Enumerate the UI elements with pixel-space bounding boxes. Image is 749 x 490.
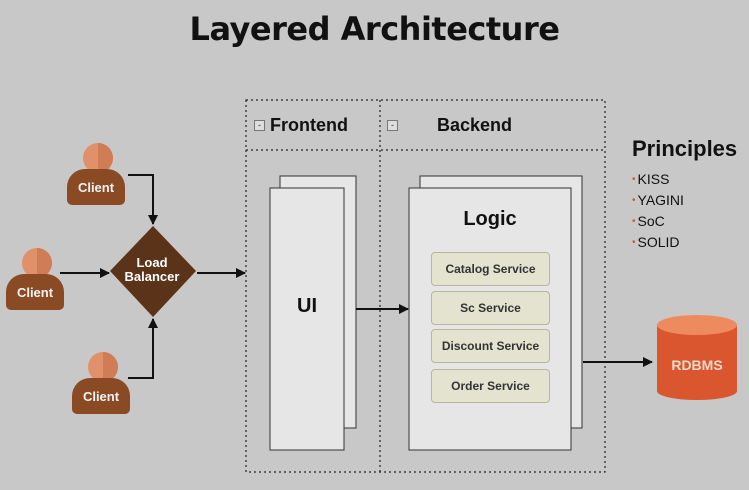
- logic-label: Logic: [463, 208, 517, 230]
- load-balancer-label-line1: Load: [136, 255, 168, 270]
- principles-title: Principles: [632, 136, 738, 161]
- client-head-icon: [22, 248, 52, 278]
- arrow-client-top-to-lb: [128, 174, 158, 225]
- principles-list: •KISS •YAGINI •SoC •SOLID: [632, 169, 684, 253]
- client-label: Client: [6, 274, 64, 310]
- client-left: Client: [6, 248, 68, 312]
- client-head-icon: [88, 352, 118, 382]
- frontend-collapse-icon[interactable]: -: [254, 120, 265, 131]
- database-cylinder: [657, 315, 737, 400]
- frontend-label: Frontend: [270, 115, 348, 135]
- database-label: RDBMS: [671, 357, 723, 373]
- layers-outer-box: [245, 99, 606, 473]
- backend-label: Backend: [437, 115, 513, 135]
- bullet-icon: •: [632, 195, 636, 206]
- service-catalog: Catalog Service: [431, 252, 550, 286]
- principle-item: •SoC: [632, 211, 684, 232]
- service-sc: Sc Service: [431, 291, 550, 325]
- bullet-icon: •: [632, 174, 636, 185]
- service-order: Order Service: [431, 369, 550, 403]
- principle-label: SOLID: [637, 234, 680, 250]
- client-head-icon: [83, 143, 113, 173]
- principle-item: •YAGINI: [632, 190, 684, 211]
- client-label: Client: [72, 378, 130, 414]
- ui-box: [269, 187, 345, 451]
- diagram-title: Layered Architecture: [189, 10, 560, 48]
- client-label: Client: [67, 169, 125, 205]
- ui-label: UI: [297, 295, 317, 317]
- backend-collapse-icon[interactable]: -: [387, 120, 398, 131]
- bullet-icon: •: [632, 237, 636, 248]
- load-balancer-diamond: [110, 226, 196, 317]
- principle-item: •KISS: [632, 169, 684, 190]
- principle-label: SoC: [637, 213, 665, 229]
- principle-label: KISS: [637, 171, 670, 187]
- client-top: Client: [67, 143, 129, 207]
- service-discount: Discount Service: [431, 329, 550, 363]
- bullet-icon: •: [632, 216, 636, 227]
- client-bottom: Client: [72, 352, 134, 416]
- principle-label: YAGINI: [637, 192, 684, 208]
- load-balancer-label-line2: Balancer: [124, 269, 180, 284]
- layer-boundaries: [245, 99, 606, 473]
- arrow-client-bottom-to-lb: [128, 318, 158, 379]
- principle-item: •SOLID: [632, 232, 684, 253]
- load-balancer-label: Load Balancer: [118, 256, 186, 284]
